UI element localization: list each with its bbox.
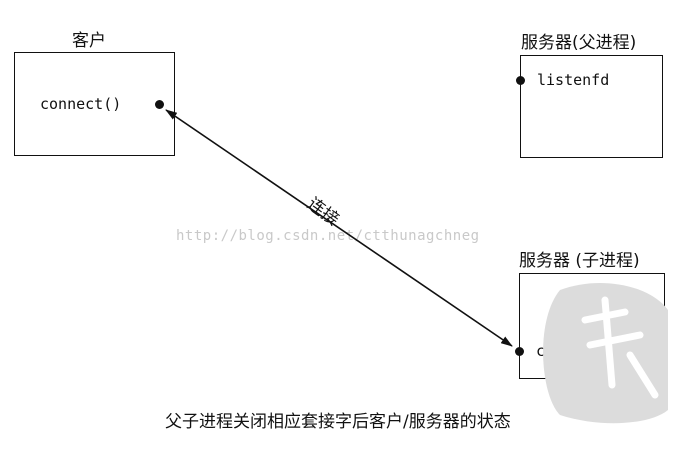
client-title: 客户 [72, 31, 106, 51]
server-parent-title: 服务器(父进程) [521, 33, 637, 53]
client-socket-endpoint [155, 100, 164, 109]
listenfd-socket-endpoint [516, 76, 525, 85]
client-box [14, 52, 175, 156]
connfd-socket-endpoint [515, 347, 524, 356]
server-child-title: 服务器 (子进程) [519, 251, 640, 271]
listenfd-label: listenfd [537, 71, 610, 89]
server-parent-box [520, 55, 663, 158]
figure-caption: 父子进程关闭相应套接字后客户/服务器的状态 [165, 412, 511, 432]
csdn-logo-icon [543, 282, 668, 424]
connection-arrow [165, 109, 513, 347]
client-connect-call: connect() [40, 95, 122, 113]
